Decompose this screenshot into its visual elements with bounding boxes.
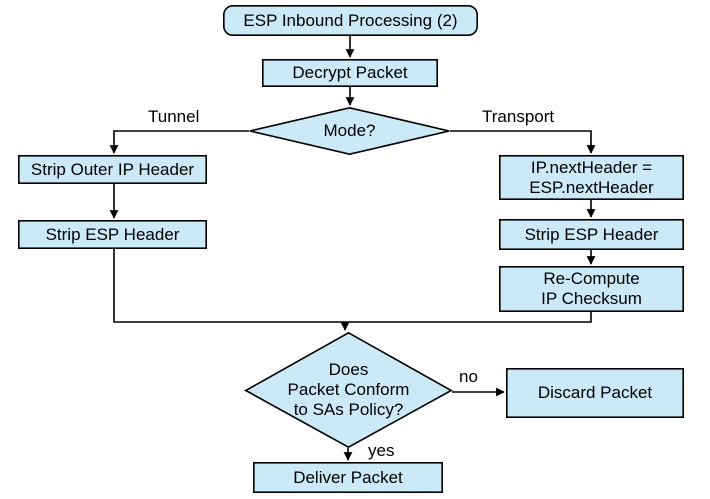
node-mode-decision[interactable] bbox=[249, 107, 450, 155]
connector-lines bbox=[109, 36, 596, 461]
edge-label-yes: yes bbox=[368, 441, 395, 460]
node-shape-strip-esp-right bbox=[498, 219, 684, 251]
edge-mode-to-next-header bbox=[450, 130, 596, 154]
node-ip-next-header-assign[interactable] bbox=[499, 155, 684, 200]
node-discard-packet[interactable] bbox=[506, 368, 684, 418]
edge-label-no: no bbox=[459, 367, 478, 386]
edge-mode-to-strip-outer bbox=[109, 130, 249, 154]
node-title[interactable] bbox=[223, 5, 478, 36]
node-recompute-ip-checksum[interactable] bbox=[499, 266, 684, 312]
node-strip-esp-header-transport[interactable] bbox=[499, 219, 684, 250]
node-shape-strip-esp-left bbox=[17, 220, 207, 250]
node-shape-mode bbox=[249, 106, 450, 156]
node-shape-decrypt bbox=[261, 58, 438, 87]
edge-esp-l-to-merge bbox=[113, 249, 345, 323]
node-shape-title bbox=[223, 5, 478, 36]
node-shape-conform bbox=[244, 331, 453, 449]
node-shape-deliver bbox=[253, 461, 443, 493]
node-strip-outer-ip-header[interactable] bbox=[18, 155, 207, 184]
node-shapes bbox=[17, 5, 684, 493]
node-shape-strip-outer bbox=[17, 155, 207, 185]
edge-label-transport: Transport bbox=[482, 107, 555, 126]
node-conform-decision[interactable] bbox=[245, 332, 452, 448]
node-deliver-packet[interactable] bbox=[253, 462, 443, 493]
node-strip-esp-header-tunnel[interactable] bbox=[18, 220, 207, 249]
node-decrypt-packet[interactable] bbox=[262, 59, 438, 87]
edge-recompute-to-merge bbox=[345, 312, 592, 323]
node-shape-recompute bbox=[498, 265, 684, 312]
node-shape-next-header bbox=[498, 155, 684, 201]
edge-label-tunnel: Tunnel bbox=[148, 107, 200, 126]
node-shape-discard bbox=[505, 367, 684, 418]
